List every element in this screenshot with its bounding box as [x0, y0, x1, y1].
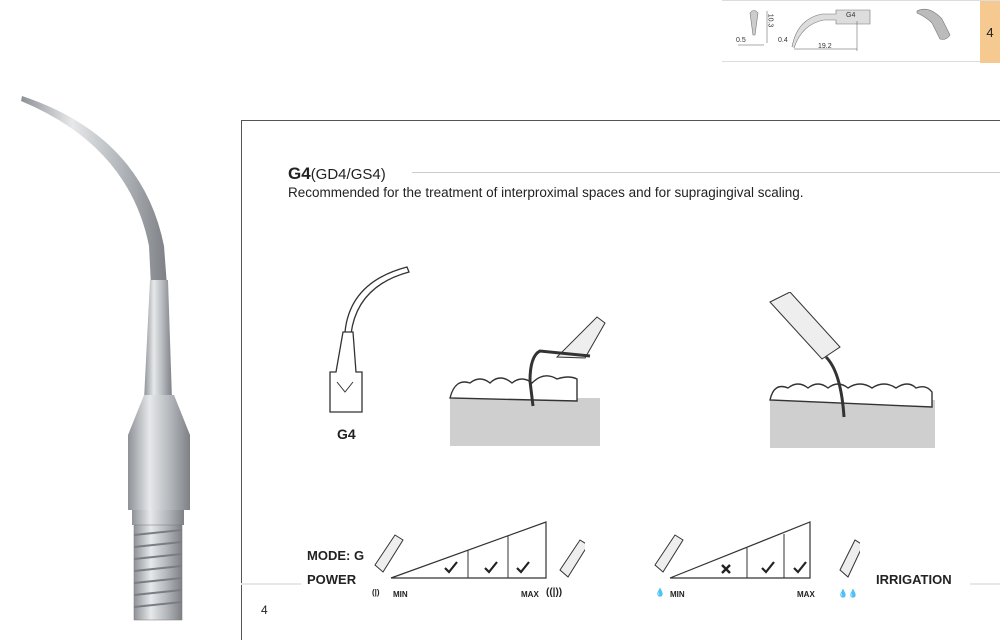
handpiece-icon — [839, 539, 860, 578]
tip-description: Recommended for the treatment of interpr… — [288, 185, 804, 200]
interproximal-teeth-illustration — [449, 316, 606, 446]
product-card — [241, 120, 1000, 640]
irrigation-min: MIN — [670, 590, 685, 599]
power-scale — [374, 521, 585, 579]
dim-height: 10.3 — [766, 13, 774, 28]
handpiece-icon — [374, 534, 404, 573]
cross-icon — [721, 564, 731, 574]
divider — [241, 583, 301, 585]
power-label: POWER — [307, 572, 357, 587]
tip-variants: (GD4/GS4) — [310, 166, 386, 183]
dim-length: 19.2 — [818, 43, 832, 50]
page-number: 4 — [261, 603, 268, 617]
drop-low-icon: 💧 — [655, 588, 665, 597]
tip-marking: G4 — [846, 12, 856, 19]
handpiece-icon — [654, 534, 684, 573]
vibration-high-icon: ((|)) — [546, 587, 563, 598]
irrigation-max: MAX — [797, 590, 815, 599]
scaler-tip-photo — [21, 96, 190, 621]
tip-name: G4 — [288, 164, 311, 183]
diagram-tip-label: G4 — [337, 426, 356, 442]
vibration-low-icon: (|) — [372, 588, 380, 597]
mode-label: MODE: G — [307, 548, 365, 563]
check-icon — [761, 561, 807, 574]
tip-title: G4(GD4/GS4) — [288, 164, 386, 184]
divider — [970, 583, 1000, 585]
dimension-thumbnail: 10.3 0.5 0.4 19.2 G4 4 — [722, 0, 1000, 63]
dim-tip: 0.4 — [778, 37, 788, 44]
power-min: MIN — [393, 590, 408, 599]
check-icon — [444, 561, 530, 574]
divider — [412, 172, 1000, 173]
supragingival-teeth-illustration — [769, 292, 935, 448]
irrigation-label: IRRIGATION — [876, 572, 952, 587]
power-max: MAX — [521, 590, 539, 599]
tip-dimension-drawing — [738, 8, 951, 51]
irrigation-scale — [654, 521, 860, 579]
drop-high-icon: 💧💧 — [838, 589, 858, 598]
tip-line-drawing — [329, 266, 410, 413]
dim-width: 0.5 — [736, 37, 746, 44]
handpiece-icon — [559, 539, 585, 578]
page-tab: 4 — [980, 1, 1000, 63]
